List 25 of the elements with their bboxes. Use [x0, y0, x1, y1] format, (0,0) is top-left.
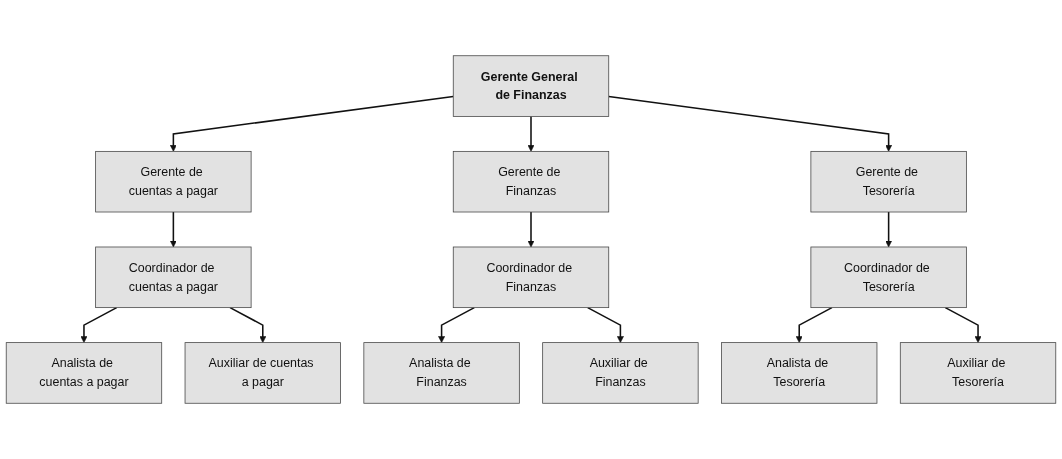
- node-box: Coordinador de cuentas a pagar: [95, 246, 252, 308]
- arrow: [80, 306, 118, 343]
- node-box: Gerente General de Finanzas: [452, 55, 610, 117]
- node-box: Analista de Finanzas: [363, 342, 520, 404]
- node-box: Auxiliar de Finanzas: [542, 342, 699, 404]
- arrow: [527, 115, 535, 152]
- node-box: Auxiliar de cuentas a pagar: [184, 342, 341, 404]
- arrow: [607, 95, 893, 152]
- node-box: Coordinador de Tesorería: [810, 246, 967, 308]
- node-box: Gerente de cuentas a pagar: [95, 151, 252, 213]
- node-box: Gerente de Tesorería: [810, 151, 967, 213]
- arrow: [944, 306, 982, 343]
- node-box: Coordinador de Finanzas: [452, 246, 610, 308]
- node-box: Analista de Tesorería: [721, 342, 878, 404]
- arrow: [169, 95, 455, 152]
- arrow: [885, 211, 893, 248]
- node-box: Analista de cuentas a pagar: [5, 342, 163, 404]
- arrow: [169, 211, 177, 248]
- node-box: Gerente de Finanzas: [452, 151, 610, 213]
- arrow: [229, 306, 267, 343]
- arrow: [527, 211, 535, 248]
- arrow: [795, 306, 833, 343]
- arrow: [438, 306, 476, 343]
- node-box: Auxiliar de Tesorería: [899, 342, 1057, 404]
- arrow: [586, 306, 624, 343]
